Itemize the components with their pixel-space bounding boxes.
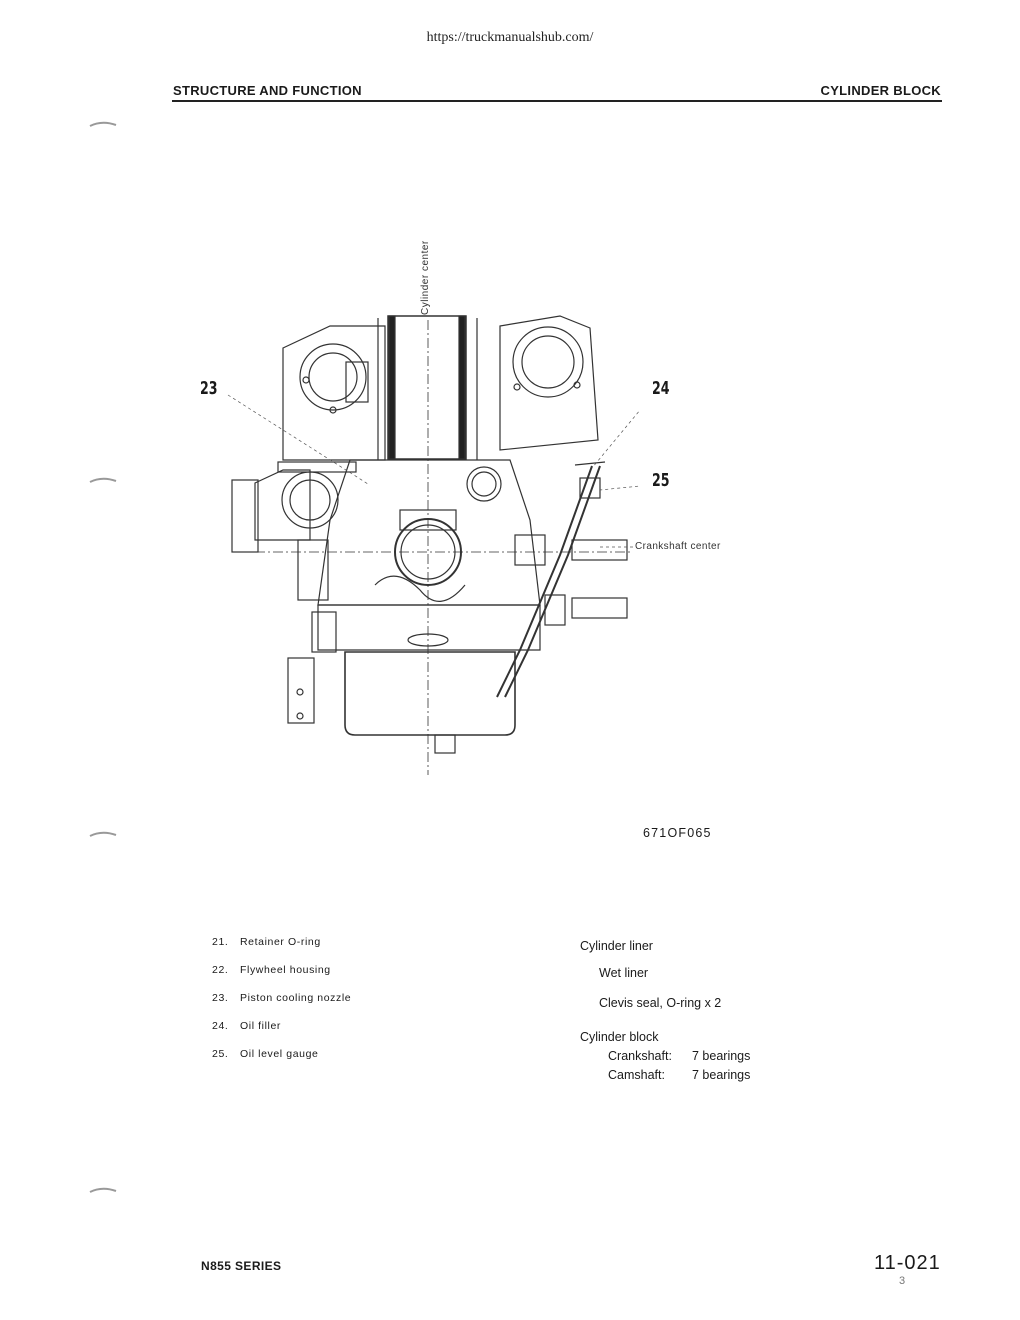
list-item: 25.Oil level gauge <box>212 1048 319 1060</box>
binder-mark-1 <box>89 121 117 127</box>
list-item: 23.Piston cooling nozzle <box>212 992 352 1004</box>
parts-list: 21.Retainer O-ring 22.Flywheel housing 2… <box>212 936 351 1076</box>
callout-25: 25 <box>652 470 670 491</box>
page-number: 11-021 <box>874 1252 941 1274</box>
crankshaft-center-label: Crankshaft center <box>635 541 721 552</box>
crankshaft-label: Crankshaft: <box>608 1049 672 1063</box>
engine-cross-section-diagram: Cylinder center <box>227 240 640 775</box>
binder-mark-4 <box>89 1187 117 1193</box>
list-item: 22.Flywheel housing <box>212 964 331 976</box>
figure-code: 671OF065 <box>643 826 712 840</box>
camshaft-label: Camshaft: <box>608 1068 665 1082</box>
header-rule <box>172 100 942 102</box>
binder-mark-2 <box>89 477 117 483</box>
cylinder-center-label: Cylinder center <box>420 240 431 315</box>
camshaft-value: 7 bearings <box>692 1068 751 1082</box>
series-name: N855 SERIES <box>201 1259 282 1273</box>
crankshaft-value: 7 bearings <box>692 1049 751 1063</box>
page-topic: CYLINDER BLOCK <box>820 83 941 98</box>
revision-number: 3 <box>899 1275 906 1287</box>
list-item: 21.Retainer O-ring <box>212 936 321 948</box>
liner-seal: Clevis seal, O-ring x 2 <box>599 996 722 1010</box>
section-title: STRUCTURE AND FUNCTION <box>173 83 362 98</box>
liner-type: Wet liner <box>599 966 649 980</box>
site-url: https://truckmanualshub.com/ <box>426 30 594 45</box>
callout-24: 24 <box>652 378 670 399</box>
list-item: 24.Oil filler <box>212 1020 282 1032</box>
cylinder-liner-heading: Cylinder liner <box>580 939 653 953</box>
cylinder-block-heading: Cylinder block <box>580 1030 659 1044</box>
callout-23: 23 <box>200 378 218 399</box>
binder-mark-3 <box>89 831 117 837</box>
